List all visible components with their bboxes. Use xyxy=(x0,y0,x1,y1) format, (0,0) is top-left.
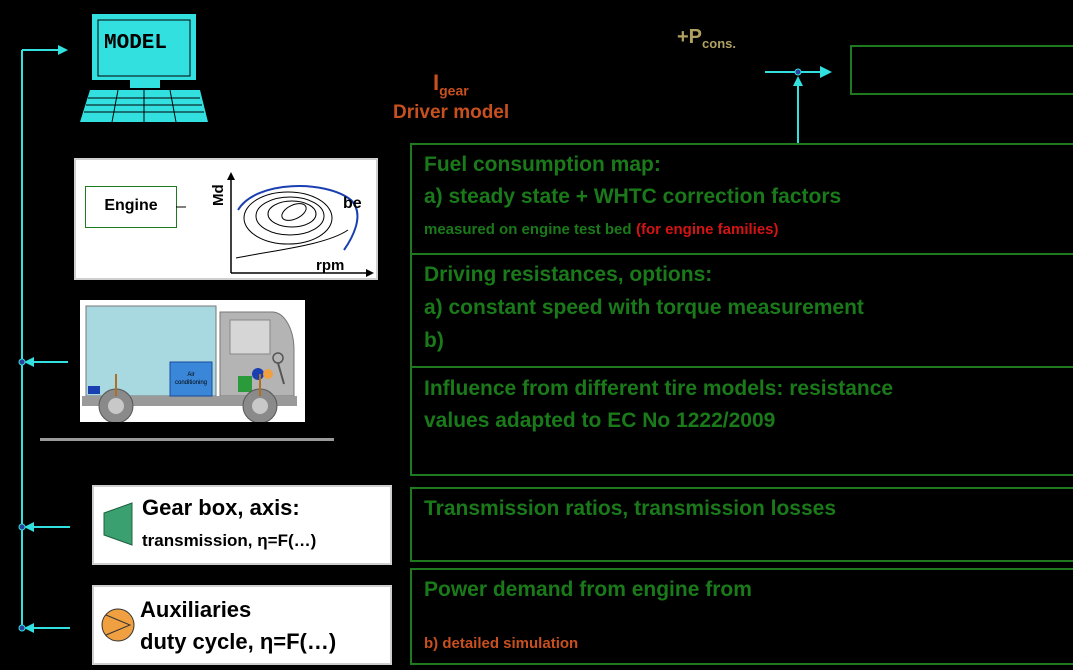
p-cons-label: +Pcons. xyxy=(677,26,736,51)
tire-line-2: values adapted to EC No 1222/2009 xyxy=(424,409,776,432)
i-gear-label: Igear xyxy=(433,70,469,98)
power-demand-box xyxy=(410,568,1073,665)
laptop-icon xyxy=(80,14,208,123)
auxiliaries-panel: Auxiliaries duty cycle, η=F(…) xyxy=(92,585,392,665)
truck-arrow-head xyxy=(24,357,34,367)
ac-label-line-2: conditioning xyxy=(174,380,208,386)
separator-line xyxy=(40,438,334,441)
engine-axis-x: rpm xyxy=(316,257,345,274)
driving-line-a: a) constant speed with torque measuremen… xyxy=(424,296,864,319)
fuel-families-text: (for engine families) xyxy=(636,221,779,238)
transmission-line-1: Transmission ratios, transmission losses xyxy=(424,497,836,520)
engine-axis-y: Md xyxy=(210,184,227,206)
fuel-up-arrow-head xyxy=(793,76,803,86)
engine-map-chart xyxy=(176,172,374,277)
result-arrow-head xyxy=(820,66,832,78)
ac-label: Air conditioning xyxy=(170,371,212,387)
driver-model-label: Driver model xyxy=(393,102,510,123)
model-arrow-head xyxy=(58,45,68,55)
fuel-line-a: a) steady state + WHTC correction factor… xyxy=(424,185,842,208)
i-gear-subscript: gear xyxy=(439,82,469,99)
gearbox-arrow-head xyxy=(24,522,34,532)
gearbox-subtitle: transmission, η=F(…) xyxy=(142,531,317,550)
laptop-screen-label: MODEL xyxy=(104,32,168,55)
driving-line-b: b) xyxy=(424,329,444,352)
i-gear-main: I xyxy=(433,70,440,95)
engine-contour-label: be xyxy=(343,195,362,212)
engine-label: Engine xyxy=(104,197,158,214)
ac-label-line-1: Air xyxy=(187,372,195,378)
result-box xyxy=(850,45,1073,95)
fuel-title: Fuel consumption map: xyxy=(424,153,661,176)
truck-panel: Air conditioning xyxy=(80,300,305,424)
pump-icon xyxy=(101,608,135,642)
truck-junction-dot xyxy=(18,358,26,366)
power-line-b: b) detailed simulation xyxy=(424,635,579,652)
gearbox-junction-dot xyxy=(18,523,26,531)
gearbox-title: Gear box, axis: xyxy=(142,495,300,520)
fuel-measured-text: measured on engine test bed xyxy=(424,221,632,238)
fuel-measured-line: measured on engine test bed (for engine … xyxy=(424,221,779,239)
engine-panel: Engine Md be rpm xyxy=(74,158,378,280)
aux-arrow-head xyxy=(24,623,34,633)
aux-junction-dot xyxy=(18,624,26,632)
auxiliaries-subtitle: duty cycle, η=F(…) xyxy=(140,629,337,654)
truck-icon xyxy=(82,305,297,424)
gearbox-panel: Gear box, axis: transmission, η=F(…) xyxy=(92,485,392,565)
tire-model-box xyxy=(410,366,1073,476)
driving-title: Driving resistances, options: xyxy=(424,263,713,286)
auxiliaries-title: Auxiliaries xyxy=(140,597,252,622)
tire-line-1: Influence from different tire models: re… xyxy=(424,377,894,400)
p-cons-subscript: cons. xyxy=(702,36,736,51)
transmission-box xyxy=(410,487,1073,562)
gearbox-icon xyxy=(103,502,133,546)
result-junction-dot xyxy=(794,68,802,76)
p-cons-main: +P xyxy=(677,26,703,48)
power-line-1: Power demand from engine from xyxy=(424,578,752,601)
